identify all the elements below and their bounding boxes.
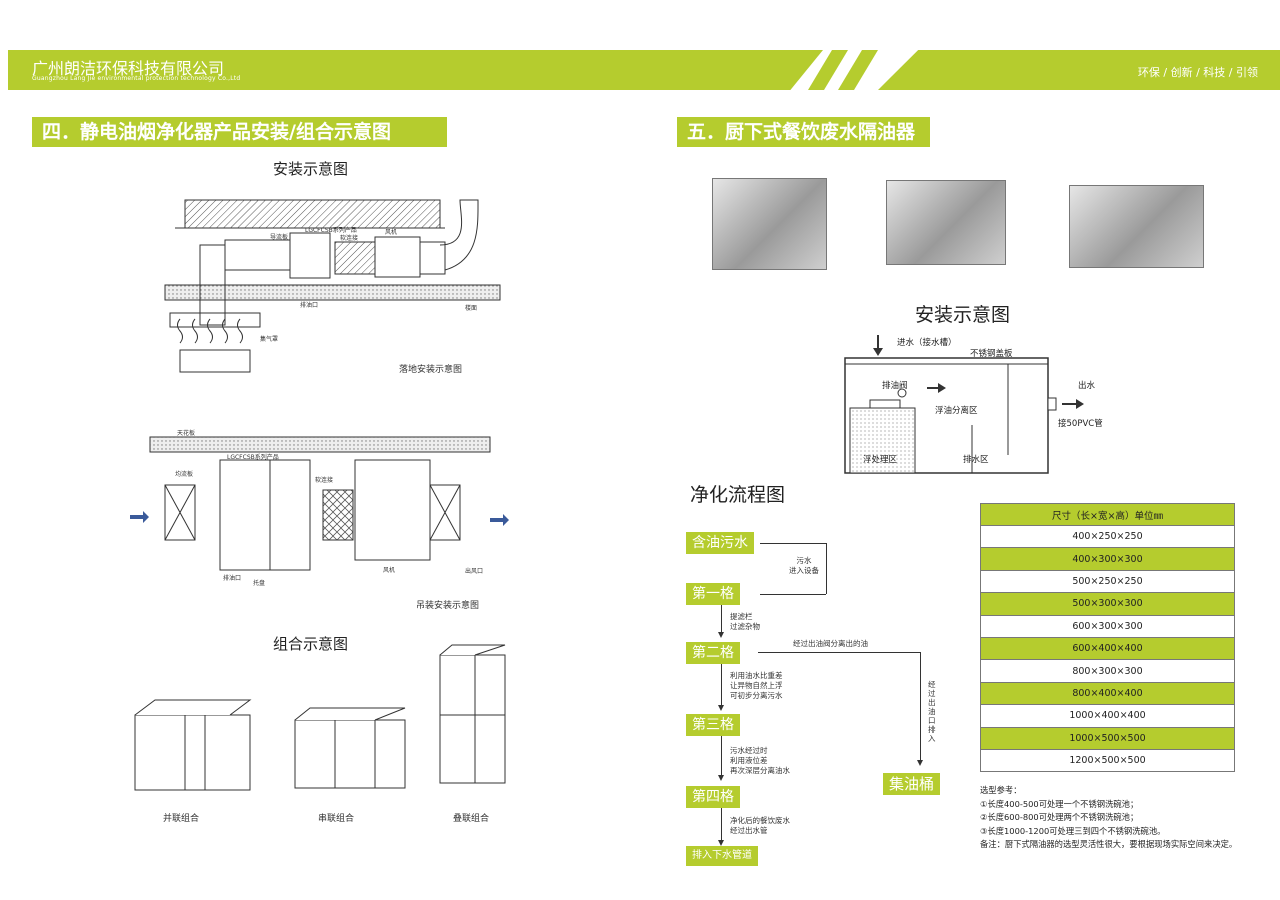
flow-arrow	[718, 840, 724, 846]
trap-label-outlet: 出水	[1078, 380, 1096, 391]
flow-step-3: 第二格	[686, 642, 740, 664]
flow-line	[721, 664, 722, 708]
flow-note-3: 利用油水比重差让异物自然上浮可初步分离污水	[730, 671, 783, 700]
trap-label-float-zone: 浮处理区	[863, 454, 898, 465]
hang-label-fan: 风机	[383, 566, 395, 574]
trap-label-valve: 排油阀	[882, 380, 908, 391]
flow-note-2: 提滤栏过滤杂物	[730, 612, 760, 631]
flow-note-oil: 经过出油阀分离出的油	[793, 639, 868, 648]
flow-arrow	[718, 775, 724, 781]
size-row: 1000×400×400	[980, 704, 1235, 728]
flow-line	[760, 543, 826, 544]
size-row: 500×300×300	[980, 592, 1235, 616]
floor-label-hood: 集气罩	[260, 335, 278, 343]
flow-caption: 净化流程图	[690, 484, 786, 506]
trap-label-drain-zone: 排水区	[963, 454, 989, 465]
notes-line: ③长度1000-1200可处理三到四个不锈钢洗碗池。	[980, 825, 1166, 836]
size-row: 800×400×400	[980, 681, 1235, 706]
flow-note-4: 污水经过时利用液位差再次深层分离油水	[730, 746, 790, 775]
trap-install-diagram: 进水（接水槽） 不锈钢盖板 排油阀 浮油分离区 浮处理区 排水区 出水 接50P…	[844, 335, 1103, 474]
install-caption-right: 安装示意图	[915, 304, 1011, 326]
flow-arrow	[718, 632, 724, 638]
size-table-header: 尺寸（长×宽×高）单位㎜	[980, 503, 1235, 526]
size-row: 1200×500×500	[980, 748, 1235, 773]
section-title-right: 五．厨下式餐饮废水隔油器	[677, 117, 930, 147]
floor-label-floor: 楼面	[465, 304, 477, 312]
trap-label-oil-zone: 浮油分离区	[935, 405, 978, 416]
hang-label-drain: 排油口	[223, 574, 241, 582]
notes-line: ②长度600-800可处理两个不锈钢洗碗池；	[980, 812, 1139, 822]
notes-title: 选型参考：	[980, 785, 1022, 795]
product-photo-2	[886, 180, 1006, 265]
header-bar-left	[8, 50, 823, 90]
size-table: 尺寸（长×宽×高）单位㎜ 400×250×250 400×300×300 500…	[980, 503, 1235, 773]
hang-label-baffle: 均流板	[175, 470, 193, 478]
flow-step-6: 排入下水管道	[686, 846, 758, 866]
product-photo-3	[1069, 185, 1204, 268]
size-row: 500×250×250	[980, 569, 1235, 594]
selection-notes: 选型参考： ①长度400-500可处理一个不锈钢洗碗池； ②长度600-800可…	[980, 784, 1237, 852]
combo-diagrams	[134, 644, 506, 791]
flow-step-1: 含油污水	[686, 532, 754, 554]
company-name: 广州朗洁环保科技有限公司	[32, 59, 225, 78]
notes-remark: 备注：厨下式隔油器的选型灵活性很大，要根据现场实际空间来决定。	[980, 839, 1238, 849]
flow-line	[760, 594, 826, 595]
combo-parallel: 并联组合	[163, 814, 200, 824]
floor-label-baffle: 导流板	[270, 233, 288, 241]
flow-line	[826, 543, 827, 594]
size-row: 600×300×300	[980, 614, 1235, 638]
product-photo-1	[712, 178, 827, 270]
size-row: 400×250×250	[980, 524, 1235, 549]
combo-caption: 组合示意图	[273, 635, 349, 653]
flow-note-5: 净化后的餐饮废水经过出水管	[730, 816, 790, 835]
hang-label-tray: 托盘	[253, 579, 265, 587]
floor-label-fan: 风机	[385, 228, 397, 236]
combo-stacked: 叠联组合	[453, 814, 490, 824]
floor-install-diagram: 导流板 LGCFCSB系列产品 软连接 风机 排油口 楼面 集气罩	[164, 199, 501, 373]
combo-series: 串联组合	[318, 814, 355, 824]
flow-step-5: 第四格	[686, 786, 740, 808]
flow-collect-bucket: 集油桶	[883, 773, 941, 795]
size-row: 800×300×300	[980, 659, 1235, 683]
flow-line	[758, 652, 920, 653]
company-name-en: Guangzhou Lang Jie environmental protect…	[32, 75, 241, 82]
size-row: 400×300×300	[980, 547, 1235, 571]
flow-step-4: 第三格	[686, 714, 740, 736]
flow-step-2: 第一格	[686, 583, 740, 605]
notes-line: ①长度400-500可处理一个不锈钢洗碗池；	[980, 798, 1139, 809]
flow-line	[721, 736, 722, 777]
trap-label-inlet: 进水（接水槽）	[897, 337, 957, 348]
trap-label-cover: 不锈钢盖板	[970, 348, 1013, 359]
trap-label-pipe: 接50PVC管	[1058, 418, 1103, 429]
flow-note-1: 污水进入设备	[789, 556, 819, 575]
flow-line	[721, 605, 722, 635]
slogan: 环保 / 创新 / 科技 / 引领	[1137, 66, 1258, 79]
flow-line	[721, 808, 722, 842]
floor-label-drain: 排油口	[300, 301, 318, 309]
hang-label-outlet: 出风口	[465, 567, 483, 575]
hang-label-product: LGCFCSB系列产品	[227, 453, 279, 461]
header-bar-right	[878, 50, 1280, 90]
section-title-left: 四．静电油烟净化器产品安装/组合示意图	[32, 117, 447, 147]
hang-label-soft: 软连接	[315, 476, 333, 484]
hanging-install-diagram: 天花板 均流板 LGCFCSB系列产品 软连接 风机 出风口 排油口 托盘	[130, 429, 509, 587]
flow-arrow	[718, 705, 724, 711]
floor-label-soft: 软连接	[340, 234, 358, 242]
size-row: 600×400×400	[980, 636, 1235, 661]
hanging-install-caption: 吊装安装示意图	[416, 601, 480, 611]
flow-line	[920, 652, 921, 762]
install-caption-left: 安装示意图	[273, 160, 349, 178]
floor-label-product: LGCFCSB系列产品	[305, 226, 357, 234]
floor-install-caption: 落地安装示意图	[399, 365, 463, 375]
size-row: 1000×500×500	[980, 726, 1235, 750]
flow-note-oil-vertical: 经过出油口排入	[928, 680, 936, 743]
hang-label-ceiling: 天花板	[177, 429, 195, 437]
flow-arrow	[917, 760, 923, 766]
